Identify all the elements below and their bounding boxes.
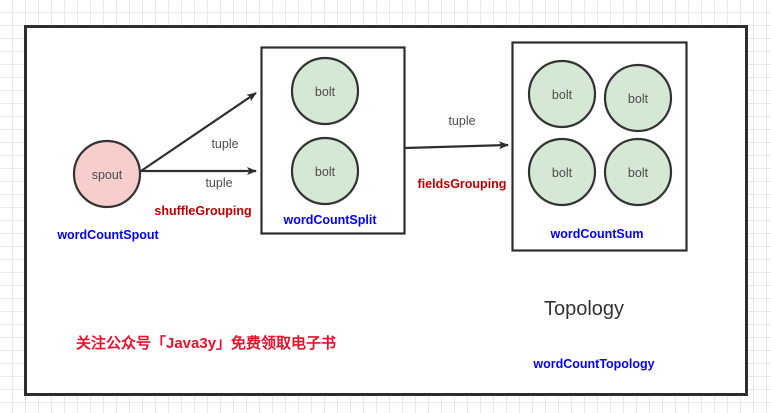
sum-bolt-2-label: bolt [628,92,649,106]
topology-title: Topology [544,298,624,320]
component-label-wordcountspout: wordCountSpout [56,228,159,242]
edge-label-tuple-upper: tuple [211,137,238,151]
component-label-wordcountsplit: wordCountSplit [282,213,377,227]
edge-label-tuple-lower: tuple [205,176,232,190]
edge-spout-to-split-upper [140,92,257,172]
sum-bolt-4[interactable] [603,137,673,207]
sum-bolt-1-label: bolt [552,88,573,102]
spout-node-label: spout [92,168,123,182]
split-bolt-2[interactable] [290,136,360,206]
component-label-wordcountsum: wordCountSum [549,227,643,241]
split-bolt-1[interactable] [290,56,360,126]
spout-node[interactable] [72,139,142,209]
split-bolt-2-label: bolt [315,165,336,179]
grouping-label-shuffle: shuffleGrouping [154,204,251,218]
sum-bolt-2[interactable] [603,63,673,133]
edge-label-tuple-split-to-sum: tuple [448,114,475,128]
sum-bolt-3-label: bolt [552,166,573,180]
sum-bolt-1[interactable] [527,59,597,129]
topology-name-label: wordCountTopology [532,357,654,371]
promo-text: 关注公众号「Java3y」免费领取电子书 [76,334,336,352]
grouping-label-fields: fieldsGrouping [418,177,507,191]
sum-bolt-4-label: bolt [628,166,649,180]
edge-split-to-sum [404,141,509,150]
sum-bolt-3[interactable] [527,137,597,207]
split-bolt-1-label: bolt [315,85,336,99]
